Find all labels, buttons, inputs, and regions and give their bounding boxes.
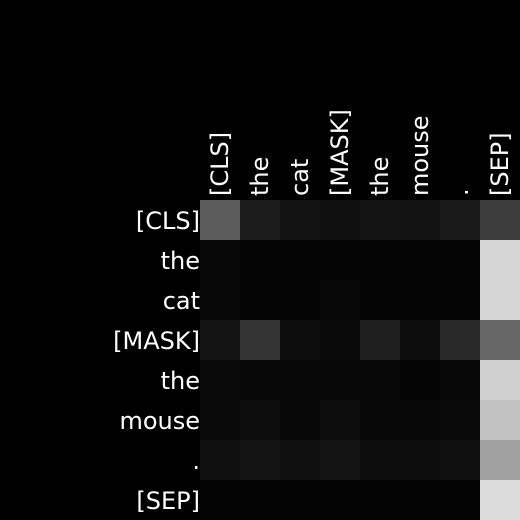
heatmap-cell — [240, 440, 280, 480]
heatmap-cell — [280, 440, 320, 480]
heatmap-cell — [200, 440, 240, 480]
heatmap-cell — [400, 240, 440, 280]
heatmap-cell — [400, 320, 440, 360]
heatmap-cell — [360, 200, 400, 240]
heatmap-cell — [400, 200, 440, 240]
heatmap-cell — [200, 200, 240, 240]
x-tick-label: [SEP] — [486, 132, 514, 196]
heatmap-cell — [280, 280, 320, 320]
y-tick-label: . — [192, 447, 200, 475]
heatmap-cell — [480, 400, 520, 440]
heatmap-cell — [360, 240, 400, 280]
heatmap-cell — [240, 280, 280, 320]
x-tick-label: [MASK] — [326, 109, 354, 196]
y-tick-label: the — [161, 247, 200, 275]
heatmap-cell — [320, 480, 360, 520]
heatmap-cell — [360, 360, 400, 400]
heatmap-cell — [280, 480, 320, 520]
x-tick-label: cat — [286, 159, 314, 196]
x-tick-label: . — [446, 188, 474, 196]
heatmap-cell — [280, 360, 320, 400]
x-tick-label: mouse — [406, 115, 434, 196]
heatmap-cell — [320, 280, 360, 320]
heatmap-cell — [480, 480, 520, 520]
heatmap-cell — [400, 280, 440, 320]
heatmap-cell — [400, 440, 440, 480]
heatmap-cell — [480, 280, 520, 320]
heatmap-cell — [200, 360, 240, 400]
y-tick-label: [CLS] — [136, 207, 200, 235]
y-tick-label: mouse — [119, 407, 200, 435]
heatmap-cell — [440, 200, 480, 240]
heatmap-cell — [200, 480, 240, 520]
heatmap-cell — [480, 200, 520, 240]
heatmap-cell — [440, 360, 480, 400]
heatmap-cell — [440, 440, 480, 480]
heatmap-cell — [240, 400, 280, 440]
heatmap-cell — [400, 480, 440, 520]
heatmap-cell — [200, 280, 240, 320]
y-tick-label: [MASK] — [113, 327, 200, 355]
x-tick-label: the — [366, 157, 394, 196]
heatmap-cell — [240, 360, 280, 400]
heatmap-cell — [240, 320, 280, 360]
heatmap-cell — [320, 240, 360, 280]
x-tick-label: the — [246, 157, 274, 196]
y-tick-label: cat — [163, 287, 200, 315]
heatmap-cell — [360, 280, 400, 320]
heatmap-cell — [280, 320, 320, 360]
heatmap-cell — [400, 360, 440, 400]
heatmap-cell — [360, 440, 400, 480]
y-tick-label: [SEP] — [136, 487, 200, 515]
heatmap-cell — [360, 400, 400, 440]
x-tick-label: [CLS] — [206, 132, 234, 196]
heatmap-cell — [320, 440, 360, 480]
heatmap-cell — [240, 240, 280, 280]
heatmap-cell — [200, 240, 240, 280]
heatmap-cell — [320, 200, 360, 240]
heatmap-cell — [440, 320, 480, 360]
heatmap-cell — [440, 400, 480, 440]
heatmap-cells — [200, 200, 520, 520]
heatmap-cell — [480, 360, 520, 400]
heatmap-cell — [200, 320, 240, 360]
y-tick-labels: [CLS] the cat [MASK] the mouse. [SEP] — [113, 207, 200, 515]
heatmap-cell — [440, 280, 480, 320]
heatmap-cell — [280, 400, 320, 440]
heatmap-cell — [280, 200, 320, 240]
y-tick-label: the — [161, 367, 200, 395]
heatmap-cell — [360, 320, 400, 360]
heatmap-cell — [240, 480, 280, 520]
heatmap-cell — [480, 440, 520, 480]
heatmap-cell — [200, 400, 240, 440]
heatmap-cell — [320, 400, 360, 440]
heatmap-cell — [480, 320, 520, 360]
heatmap-cell — [440, 240, 480, 280]
heatmap-cell — [480, 240, 520, 280]
heatmap-cell — [320, 320, 360, 360]
heatmap-cell — [360, 480, 400, 520]
heatmap-cell — [280, 240, 320, 280]
heatmap-cell — [320, 360, 360, 400]
heatmap-cell — [240, 200, 280, 240]
heatmap-cell — [440, 480, 480, 520]
heatmap-cell — [400, 400, 440, 440]
